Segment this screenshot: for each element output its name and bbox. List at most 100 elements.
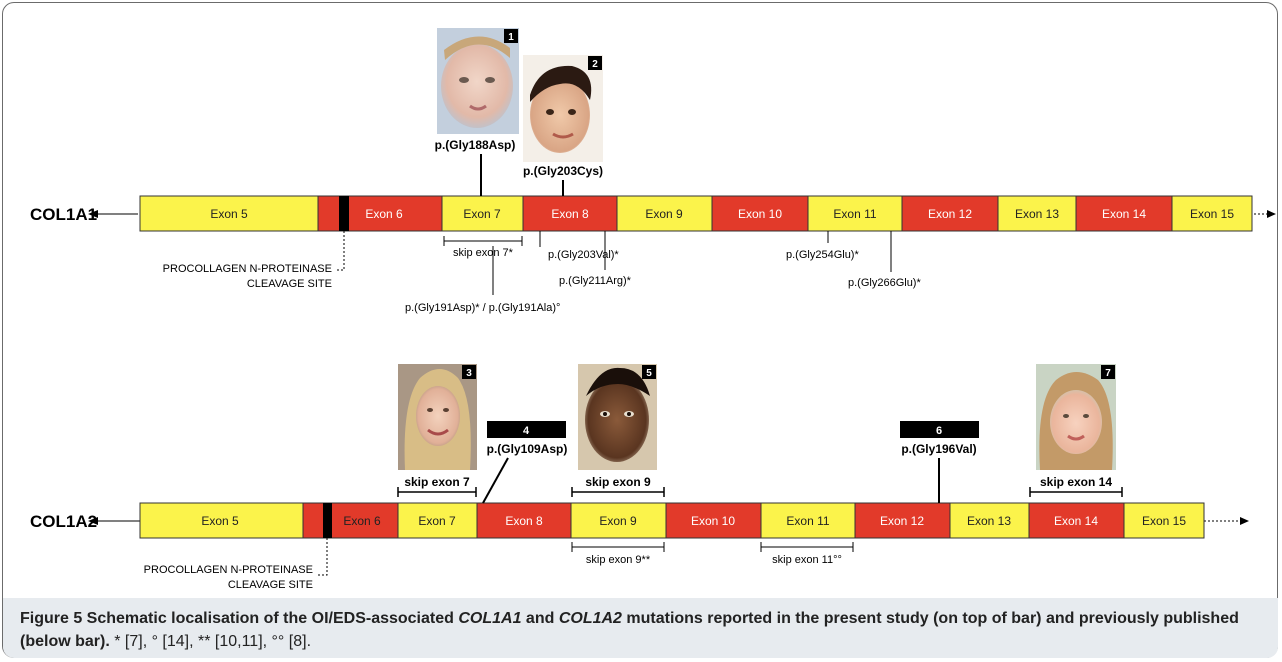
gene2-exon-10 bbox=[665, 502, 762, 539]
patient-5-number: 5 bbox=[646, 368, 652, 379]
gene2-exon-12-label: Exon 12 bbox=[880, 514, 924, 528]
gene1-cleavage-label-1: PROCOLLAGEN N-PROTEINASE bbox=[163, 263, 332, 275]
caption-figure-label: Figure 5 bbox=[20, 610, 83, 627]
patient-6-badge bbox=[900, 421, 979, 438]
gene2-cleavage-marker bbox=[323, 503, 332, 538]
patient-7-photo: 7 bbox=[1036, 364, 1116, 470]
gene1-cleavage-marker bbox=[339, 196, 349, 231]
patient-4-badge bbox=[487, 421, 566, 438]
gene1-exon-14-label: Exon 14 bbox=[1102, 207, 1146, 221]
gene1-exon-12-label: Exon 12 bbox=[928, 207, 972, 221]
gene2-exon-6-label: Exon 6 bbox=[343, 514, 381, 528]
caption-background bbox=[3, 598, 1278, 658]
gene1-exon-6 bbox=[317, 195, 443, 232]
gene1-cleavage-label-2: CLEAVAGE SITE bbox=[247, 278, 332, 290]
gene2-exon-9 bbox=[570, 502, 667, 539]
gene1-skip-exon7-bracket bbox=[443, 236, 523, 246]
patient-6-number: 6 bbox=[936, 425, 942, 437]
gene1-arrowhead-left bbox=[88, 210, 98, 218]
gene1-exon-15-label: Exon 15 bbox=[1190, 207, 1234, 221]
gene2-exon-11 bbox=[760, 502, 856, 539]
gene1-exon-6-label: Exon 6 bbox=[365, 207, 403, 221]
gene2-skip-exon9-bracket bbox=[571, 542, 665, 552]
caption-title-part2: mutations reported in the present study … bbox=[20, 610, 1239, 650]
gene2-exon-13 bbox=[949, 502, 1030, 539]
patient-7-mutation: skip exon 14 bbox=[1040, 475, 1112, 489]
gene1-exon-9 bbox=[616, 195, 713, 232]
gene1-cleavage-leader bbox=[337, 231, 345, 271]
gene2-cleavage-label-1: PROCOLLAGEN N-PROTEINASE bbox=[144, 564, 313, 576]
patient-4-mutation: p.(Gly109Asp) bbox=[487, 442, 568, 456]
patient-3-badge bbox=[462, 365, 476, 379]
gene1-exon-9-label: Exon 9 bbox=[645, 207, 683, 221]
gene1-exon-15 bbox=[1171, 195, 1253, 232]
caption-gene2: COL1A2 bbox=[558, 610, 622, 627]
gene2-skip-exon9: skip exon 9** bbox=[586, 554, 651, 566]
patient-3-number: 3 bbox=[466, 368, 472, 379]
patient-1-mutation: p.(Gly188Asp) bbox=[435, 138, 516, 152]
gene2-arrowhead-left bbox=[88, 517, 98, 525]
caption-title-part1: Schematic localisation of the OI/EDS-ass… bbox=[82, 610, 459, 627]
gene2-exon-bar bbox=[139, 502, 1205, 539]
gene1-exon-12 bbox=[901, 195, 999, 232]
patient-2-photo: 2 bbox=[523, 55, 603, 162]
gene1-gly254glu: p.(Gly254Glu)* bbox=[786, 249, 859, 261]
patient-5-photo: 5 bbox=[578, 364, 657, 470]
patient-3-mutation: skip exon 7 bbox=[404, 475, 470, 489]
gene1-exon-7-label: Exon 7 bbox=[463, 207, 501, 221]
gene2-exon-5-label: Exon 5 bbox=[201, 514, 239, 528]
gene2-exon-5 bbox=[139, 502, 304, 539]
patient-5-mutation: skip exon 9 bbox=[585, 475, 651, 489]
gene1-name: COL1A1 bbox=[30, 205, 97, 224]
patient-5-badge bbox=[642, 365, 656, 379]
gene1-gly266glu: p.(Gly266Glu)* bbox=[848, 277, 921, 289]
gene1-exon-14 bbox=[1075, 195, 1173, 232]
gene1-exon-8-label: Exon 8 bbox=[551, 207, 589, 221]
gene2-cleavage-label-2: CLEAVAGE SITE bbox=[228, 579, 313, 591]
gene1-skip-exon7: skip exon 7* bbox=[453, 247, 514, 259]
gene1-exon-5-label: Exon 5 bbox=[210, 207, 248, 221]
gene1-exon-13-label: Exon 13 bbox=[1015, 207, 1059, 221]
gene2-exon-13-label: Exon 13 bbox=[967, 514, 1011, 528]
gene1-exon-11-label: Exon 11 bbox=[833, 207, 876, 221]
gene1-exon-10-label: Exon 10 bbox=[738, 207, 782, 221]
patient-2-badge bbox=[588, 56, 602, 70]
gene2-exon-10-label: Exon 10 bbox=[691, 514, 735, 528]
gene2-exon-7-label: Exon 7 bbox=[418, 514, 456, 528]
gene2-skip-exon11-bracket bbox=[760, 542, 854, 552]
patient-3-photo: 3 bbox=[398, 364, 477, 470]
gene2-arrowhead-right bbox=[1240, 517, 1249, 525]
patient-4-pointer bbox=[482, 457, 509, 504]
patient-7-badge bbox=[1101, 365, 1115, 379]
gene2-exon-7 bbox=[397, 502, 478, 539]
patient-2-number: 2 bbox=[592, 59, 598, 70]
gene1-gly211arg: p.(Gly211Arg)* bbox=[559, 275, 632, 287]
gene2-exon-14-label: Exon 14 bbox=[1054, 514, 1098, 528]
patient-7-number: 7 bbox=[1105, 368, 1111, 379]
patient-4-number: 4 bbox=[523, 425, 530, 437]
caption-gene1: COL1A1 bbox=[458, 610, 522, 627]
patient-5-bracket bbox=[571, 487, 665, 497]
gene2-skip-exon11: skip exon 11°° bbox=[772, 554, 842, 566]
gene2-exon-6 bbox=[302, 502, 399, 539]
figure-caption: Figure 5 Schematic localisation of the O… bbox=[20, 607, 1270, 653]
gene1-exon-13 bbox=[997, 195, 1077, 232]
patient-1-badge bbox=[504, 29, 518, 43]
patient-6-mutation: p.(Gly196Val) bbox=[901, 442, 976, 456]
gene1-gly203val: p.(Gly203Val)* bbox=[548, 249, 619, 261]
gene2-name: COL1A2 bbox=[30, 512, 97, 531]
caption-references: * [7], ° [14], ** [10,11], °° [8]. bbox=[109, 633, 312, 650]
gene2-exon-11-label: Exon 11 bbox=[786, 514, 829, 528]
gene2-exon-9-label: Exon 9 bbox=[599, 514, 637, 528]
gene2-cleavage-leader bbox=[318, 538, 328, 576]
patient-3-bracket bbox=[397, 487, 477, 497]
gene-diagram: COL1A1 Exon 5 Exon 6 Exon 7 Exon 8 Exon … bbox=[30, 28, 1276, 591]
gene2-exon-8 bbox=[476, 502, 572, 539]
gene2-exon-8-label: Exon 8 bbox=[505, 514, 543, 528]
gene2-exon-15-label: Exon 15 bbox=[1142, 514, 1186, 528]
gene1-exon-5 bbox=[139, 195, 319, 232]
gene1-gly191: p.(Gly191Asp)* / p.(Gly191Ala)° bbox=[405, 302, 560, 314]
patient-7-bracket bbox=[1029, 487, 1123, 497]
patient-1-number: 1 bbox=[508, 32, 514, 43]
